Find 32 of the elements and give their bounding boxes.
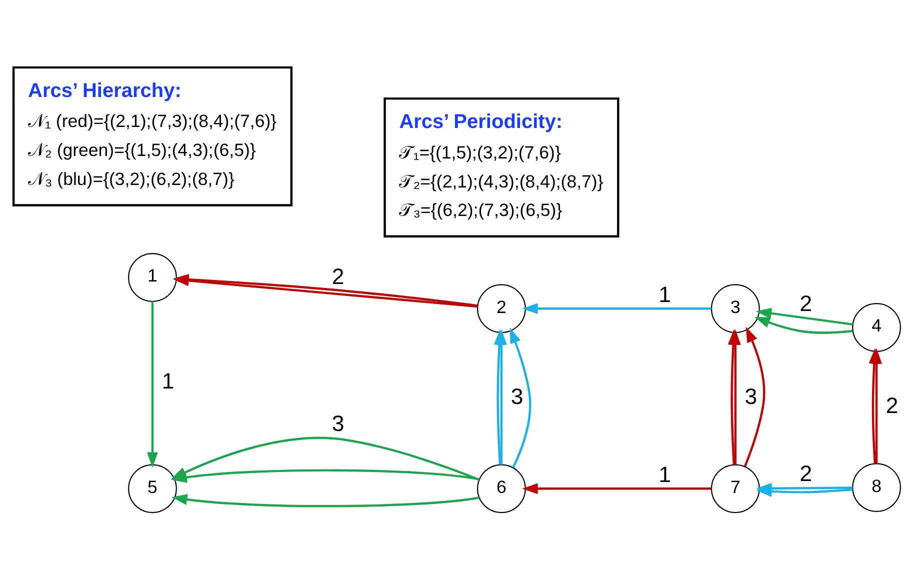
node-circle: 7 [710, 464, 760, 513]
edge-label: 2 [799, 290, 812, 316]
edge-label: 2 [799, 460, 812, 486]
arrow [755, 307, 852, 326]
arrow [756, 485, 852, 496]
arrow [170, 468, 479, 482]
node-circle: 8 [852, 462, 900, 512]
edge-label: 3 [510, 384, 523, 409]
node-box: Arcs’ Periodicity: 𝒯₁={(1,5);(3,2);(7,6)} 𝒯₂={(2,1);(4,3);(8,4);(8,7)} 𝒯₃={(6,2);(7,3);(6,5)} [383, 96, 619, 237]
node-circle: 3 [710, 284, 760, 333]
edge-label: 3 [331, 410, 344, 436]
node-circle: 6 [476, 464, 526, 513]
arrow [522, 482, 711, 494]
node-box: Arcs’ Hierarchy: 𝒩₁ (red)={(2,1);(7,3);(8,4);(7,6)} 𝒩₂ (green)={(1,5);(4,3);(6,5)} 𝒩₃ (blu)={(3,2);(6,2);(8,7)} [12, 66, 292, 206]
node-circle: 2 [476, 284, 526, 333]
node-circle: 4 [852, 302, 900, 352]
arrow [743, 326, 765, 466]
arrow [522, 302, 711, 314]
arrow [868, 348, 880, 464]
edge-label: 1 [161, 368, 174, 394]
edge-label: 2 [885, 392, 898, 418]
arrow [146, 300, 158, 468]
arrow [754, 316, 852, 334]
node-circle: 1 [128, 252, 176, 302]
edge-label: 3 [744, 384, 757, 409]
arrow [171, 494, 479, 507]
edge-label: 1 [658, 461, 671, 486]
edge-label: 1 [658, 281, 671, 306]
arrow [493, 328, 504, 464]
node-circle: 5 [128, 464, 176, 513]
edge-label: 2 [331, 264, 344, 289]
arrow [509, 327, 531, 468]
